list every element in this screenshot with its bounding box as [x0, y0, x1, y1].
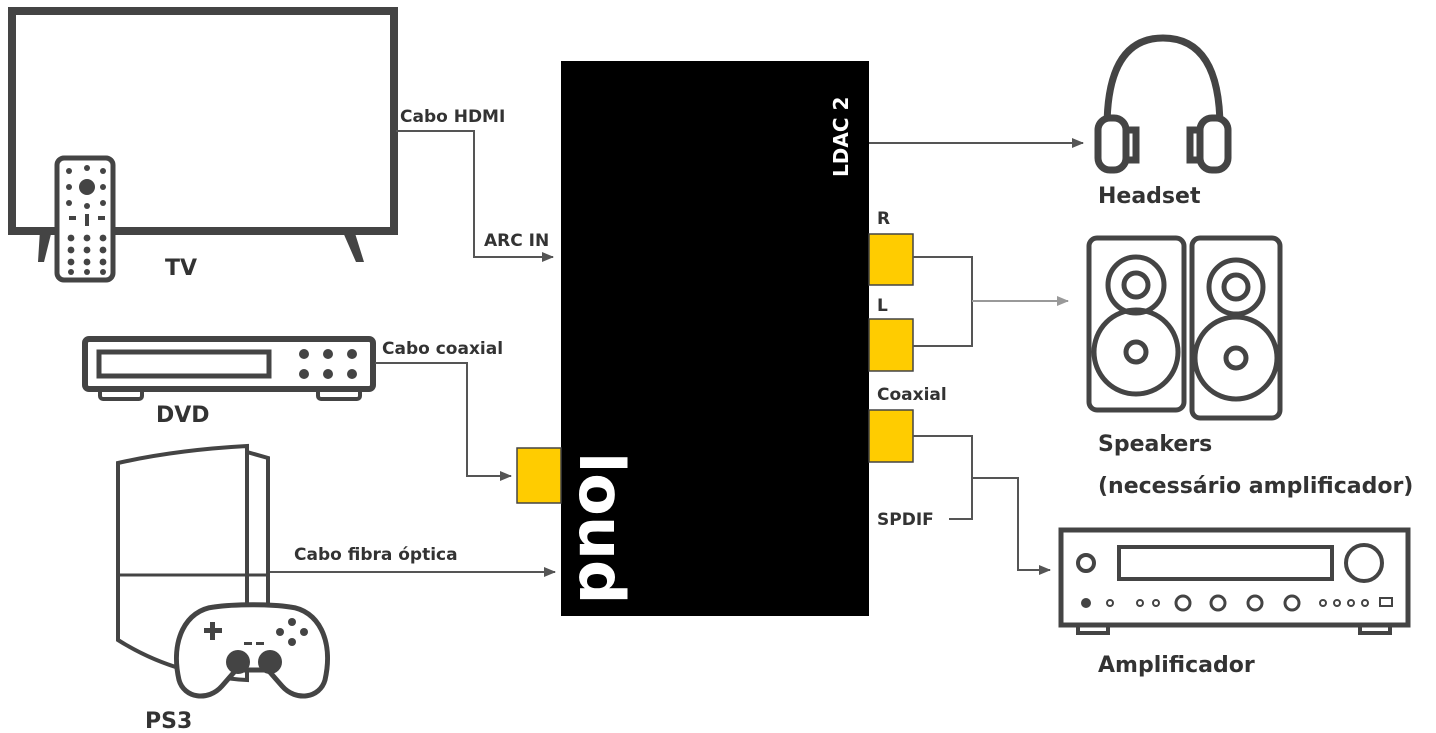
- coax-cable-label: Cabo coaxial: [382, 339, 503, 359]
- amplifier-device: Amplificador: [1058, 527, 1411, 678]
- coaxial-output-connection: [913, 435, 973, 520]
- hdmi-connection: [396, 130, 554, 262]
- remote-control-icon: [54, 155, 116, 283]
- headset-label: Headset: [1098, 184, 1201, 209]
- hub-model-label: LDAC 2: [829, 97, 853, 177]
- arc-in-label: ARC IN: [484, 231, 549, 251]
- hub-body: [561, 61, 869, 616]
- ps3-device: PS3: [116, 443, 331, 733]
- ps3-label: PS3: [145, 709, 192, 733]
- input-coax-port: [516, 447, 562, 504]
- optical-cable-label: Cabo fibra óptica: [294, 545, 458, 565]
- output-l-port: [868, 318, 914, 372]
- spdif-label: SPDIF: [877, 510, 934, 530]
- speaker-r-connection: [913, 256, 973, 347]
- speakers-label: Speakers: [1098, 432, 1212, 457]
- dvd-label: DVD: [156, 403, 210, 428]
- speakers-icon: [1086, 235, 1283, 421]
- port-l-label: L: [877, 296, 888, 316]
- port-coaxial-label: Coaxial: [877, 385, 947, 405]
- headset-device: Headset: [1094, 34, 1232, 209]
- coax-input-connection: [375, 362, 512, 481]
- speakers-device: Speakers (necessário amplificador): [1086, 235, 1413, 499]
- connection-lines: [270, 130, 1084, 577]
- amplifier-label: Amplificador: [1098, 653, 1255, 678]
- output-r-port: [868, 233, 914, 286]
- tv-icon: [8, 7, 398, 262]
- output-coaxial-port: [868, 409, 914, 463]
- hdmi-cable-label: Cabo HDMI: [400, 107, 505, 127]
- amplifier-connection: [972, 477, 1051, 575]
- port-r-label: R: [877, 209, 890, 229]
- dvd-player-icon: [82, 336, 376, 401]
- loud-ldac2-hub: LDAC 2 loud: [516, 61, 914, 616]
- hub-logo: loud: [565, 452, 638, 604]
- gamepad-icon: [173, 602, 331, 699]
- tv-label: TV: [165, 256, 197, 281]
- headphones-icon: [1094, 34, 1232, 174]
- amplifier-icon: [1058, 527, 1411, 635]
- dvd-device: DVD: [82, 336, 376, 428]
- speakers-note-label: (necessário amplificador): [1098, 474, 1413, 499]
- tv-device: TV: [8, 7, 398, 283]
